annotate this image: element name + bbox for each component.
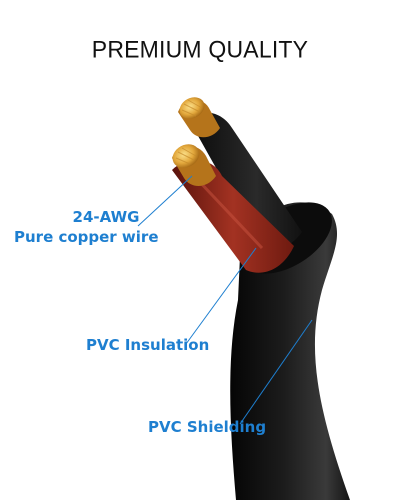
leader-line-shielding <box>239 319 313 425</box>
insulation-label: PVC Insulation <box>86 336 210 354</box>
leader-line-insulation <box>185 247 257 345</box>
gauge-label: 24-AWG <box>72 208 140 226</box>
copper-conductor-bottom <box>172 144 216 186</box>
leader-line-copper <box>137 175 193 227</box>
copper-conductor-top <box>178 97 220 138</box>
shielding-label: PVC Shielding <box>148 418 267 436</box>
red-wire-highlight <box>194 176 264 250</box>
conductor-label: Pure copper wire <box>14 228 159 246</box>
headline: PREMIUM QUALITY <box>91 35 309 63</box>
black-wire-insulation <box>188 112 302 252</box>
